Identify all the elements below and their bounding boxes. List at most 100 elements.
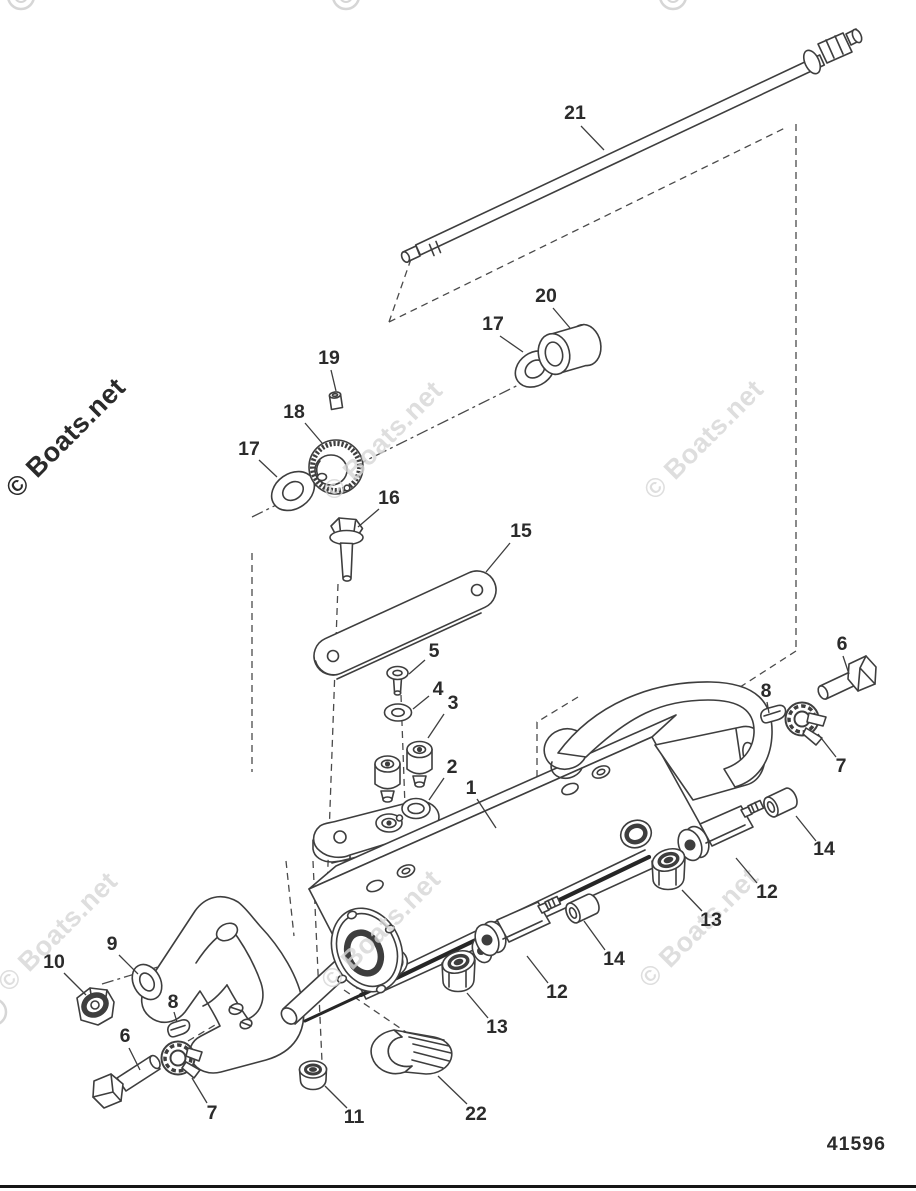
sleeve-14-right — [763, 787, 798, 818]
bushing-2 — [374, 755, 401, 803]
part-callout-17[interactable]: 17 — [482, 313, 504, 335]
part-callout-4[interactable]: 4 — [433, 678, 444, 700]
clevis-arm — [557, 681, 773, 788]
callout-leader-line — [466, 992, 489, 1019]
part-callout-5[interactable]: 5 — [429, 640, 440, 662]
callout-leader-line — [118, 954, 139, 975]
part-callout-21[interactable]: 21 — [564, 102, 586, 124]
spacer-20 — [537, 323, 602, 376]
callout-leader-line — [552, 307, 571, 329]
watermark-text: © Boats.net — [638, 374, 769, 505]
watermark-logo-mark — [15, 0, 27, 3]
part-callout-2[interactable]: 2 — [447, 756, 458, 778]
part-callout-20[interactable]: 20 — [535, 285, 557, 307]
clip-8-right — [760, 704, 787, 724]
callout-leader-line — [408, 659, 426, 675]
callout-leader-line — [324, 1085, 348, 1109]
part-callout-7[interactable]: 7 — [836, 755, 847, 777]
watermark-logo-mark — [340, 0, 352, 3]
locknut-10 — [76, 987, 115, 1026]
part-callout-12[interactable]: 12 — [546, 981, 568, 1003]
part-callout-14[interactable]: 14 — [603, 948, 625, 970]
callout-leader-line — [128, 1047, 141, 1071]
clip-8-left — [167, 1019, 191, 1038]
diagram-number: 41596 — [826, 1133, 886, 1155]
part-callout-14[interactable]: 14 — [813, 838, 835, 860]
callout-leader-line — [795, 815, 817, 842]
top-boss — [366, 879, 384, 893]
part-callout-8[interactable]: 8 — [761, 680, 772, 702]
callout-layer: 2120171918171615543216871412131412139108… — [43, 102, 850, 1128]
bottom-border-rule — [0, 1185, 916, 1188]
part-callout-7[interactable]: 7 — [207, 1102, 218, 1124]
end-cap — [330, 907, 404, 994]
callout-leader-line — [735, 857, 758, 884]
callout-leader-line — [437, 1075, 468, 1105]
watermark-text: © Boats.net — [0, 866, 123, 997]
watermark-logo-mark — [7, 0, 35, 11]
sleeve-14-mid — [565, 893, 600, 924]
part-callout-15[interactable]: 15 — [510, 520, 532, 542]
part-callout-19[interactable]: 19 — [318, 347, 340, 369]
callout-leader-line — [428, 777, 445, 801]
callout-leader-line — [476, 798, 497, 829]
part-callout-11[interactable]: 11 — [344, 1106, 365, 1128]
watermark-logo-mark — [0, 999, 8, 1025]
callout-leader-line — [173, 1011, 178, 1023]
part-callout-17[interactable]: 17 — [238, 438, 260, 460]
screw-5 — [386, 665, 409, 696]
watermark-text: © Boats.net — [0, 372, 131, 503]
callout-leader-line — [766, 701, 770, 714]
fitting-12-mid — [471, 895, 562, 964]
callout-leader-line — [842, 655, 850, 675]
tab-washer-7-right — [784, 701, 827, 746]
callout-leader-line — [580, 125, 605, 151]
tab-washer-7-left — [160, 1040, 203, 1079]
link-arm-15 — [313, 570, 497, 680]
callout-leader-line — [583, 920, 606, 951]
watermark-logo-mark — [332, 0, 360, 11]
callout-leader-line — [499, 335, 524, 353]
callout-leader-line — [357, 508, 380, 528]
watermark-logo-mark — [667, 0, 679, 3]
clip-22 — [370, 1029, 453, 1075]
tie-rod-21 — [400, 28, 863, 263]
part-callout-16[interactable]: 16 — [378, 487, 400, 509]
part-callout-9[interactable]: 9 — [107, 933, 118, 955]
washer-4 — [383, 703, 413, 722]
callout-leader-line — [304, 422, 323, 444]
part-callout-22[interactable]: 22 — [465, 1103, 487, 1125]
part-callout-10[interactable]: 10 — [43, 951, 65, 973]
clevis-bracket — [140, 895, 305, 1074]
part-callout-1[interactable]: 1 — [466, 777, 477, 799]
nut-13-mid — [441, 949, 476, 993]
nut-11 — [298, 1060, 328, 1091]
part-callout-6[interactable]: 6 — [120, 1025, 131, 1047]
mount-plate — [312, 797, 440, 864]
callout-leader-line — [681, 889, 703, 912]
callout-leader-line — [485, 542, 511, 573]
part-callout-13[interactable]: 13 — [486, 1016, 508, 1038]
bushing-3 — [406, 740, 433, 788]
cylinder-body-1 — [303, 681, 773, 1023]
washer-17-left — [270, 470, 316, 512]
washer-9 — [131, 963, 163, 1001]
part-callout-8[interactable]: 8 — [168, 991, 179, 1013]
knurled-nut-18 — [308, 439, 364, 495]
callout-leader-line — [526, 955, 549, 984]
callout-leader-line — [817, 733, 837, 758]
part-callout-3[interactable]: 3 — [448, 692, 459, 714]
bolt-6-left — [92, 1054, 161, 1109]
fitting-12-right — [677, 799, 765, 862]
part-callout-13[interactable]: 13 — [700, 909, 722, 931]
watermark-logo-mark — [659, 0, 687, 11]
callout-leader-line — [330, 369, 337, 392]
callout-leader-line — [63, 972, 87, 996]
part-callout-18[interactable]: 18 — [283, 401, 305, 423]
part-callout-12[interactable]: 12 — [756, 881, 778, 903]
pin-19 — [328, 391, 344, 411]
part-callout-6[interactable]: 6 — [837, 633, 848, 655]
bolt-16 — [329, 517, 364, 582]
